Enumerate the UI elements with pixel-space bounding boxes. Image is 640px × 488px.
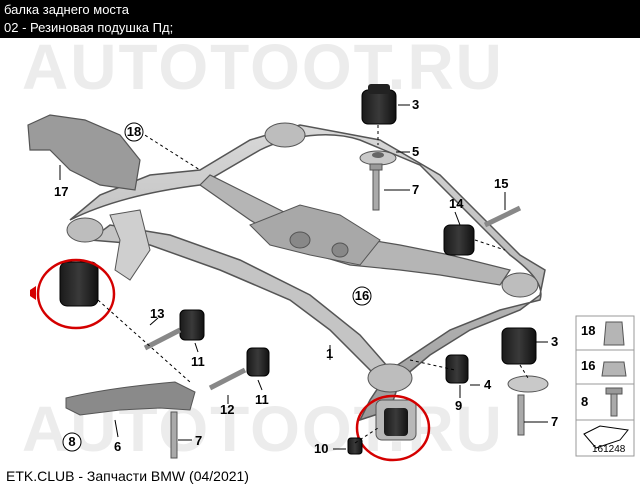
callout-3-right: 3 (551, 334, 558, 349)
callout-11-a: 11 (191, 354, 205, 369)
legend-8: 8 (581, 394, 588, 409)
callout-17: 17 (54, 184, 68, 199)
callout-leaders (59, 104, 548, 450)
callout-8-circle: 8 (62, 432, 82, 452)
callout-9: 9 (455, 398, 462, 413)
clip-nut-icon (603, 321, 625, 346)
bracket-17 (27, 114, 141, 191)
callout-6: 6 (114, 439, 121, 454)
watermark-top: AUTOTOOT.RU (22, 31, 504, 103)
callout-4: 4 (484, 377, 492, 392)
callout-7-bottom: 7 (195, 433, 202, 448)
part-subtitle: 02 - Резиновая подушка Пд; (4, 20, 174, 35)
svg-text:18: 18 (127, 124, 141, 139)
figure-number: 161248 (592, 444, 626, 455)
bolt-15 (483, 205, 522, 228)
link-arm-6 (65, 381, 196, 459)
rubber-mount-3-top (359, 84, 397, 166)
callout-18-circle: 18 (124, 122, 144, 142)
callout-5: 5 (412, 144, 419, 159)
bolt-7-top (369, 163, 383, 211)
leader-lines (97, 125, 529, 444)
callout-15: 15 (494, 176, 508, 191)
bolt-icon (610, 391, 618, 417)
callout-3-top: 3 (412, 97, 419, 112)
bushing-10 (347, 437, 363, 455)
legend-panel: 18 16 8 161248 (575, 315, 635, 457)
bolt-13 (143, 327, 182, 351)
legend-16: 16 (581, 358, 595, 373)
svg-text:16: 16 (355, 288, 369, 303)
svg-text:8: 8 (68, 434, 75, 449)
subframe-axle-carrier (66, 122, 546, 422)
callout-12: 12 (220, 402, 234, 417)
bushing-11-b (246, 347, 270, 377)
rubber-mount-highlighted-right (355, 394, 431, 462)
direction-arrow-icon (583, 425, 629, 449)
legend-18: 18 (581, 323, 595, 338)
callout-14: 14 (449, 196, 464, 211)
rubber-mount-3-right (501, 327, 549, 436)
diagram-title: балка заднего моста (4, 2, 129, 17)
nut-icon (601, 361, 627, 377)
callout-7-top: 7 (412, 182, 419, 197)
callout-11-b: 11 (255, 392, 269, 407)
bushing-11-a (179, 309, 205, 341)
callout-13: 13 (150, 306, 164, 321)
callout-16-circle: 16 (352, 286, 372, 306)
bolt-12 (208, 367, 247, 391)
callout-10: 10 (314, 441, 328, 456)
callout-7-right: 7 (551, 414, 558, 429)
bushing-14 (443, 224, 475, 256)
callout-1: 1 (326, 346, 333, 361)
title-bar: балка заднего моста 02 - Резиновая подуш… (0, 0, 640, 38)
source-caption: ETK.CLUB - Запчасти BMW (04/2021) (6, 468, 249, 484)
rubber-mount-highlighted-left (30, 258, 116, 330)
bushing-9 (445, 354, 469, 384)
